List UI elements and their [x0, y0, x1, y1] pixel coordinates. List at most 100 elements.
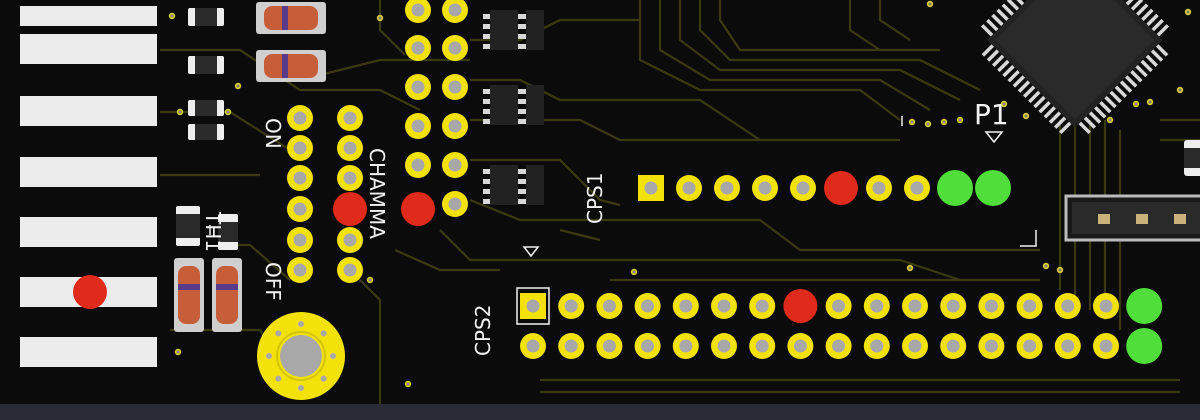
- cps2-bottom-pin-green-marker: [1126, 328, 1163, 364]
- cps2-bottom-pin-drill: [793, 339, 807, 353]
- corner-mark: [1020, 230, 1037, 247]
- chamma-right-drill: [343, 111, 357, 125]
- cps2-top-pin-drill: [755, 299, 769, 313]
- edge-finger: [20, 337, 157, 367]
- cps2-bottom-pin-drill: [870, 339, 884, 353]
- header-right-drill: [448, 41, 462, 55]
- right-pin-header: [1064, 194, 1200, 242]
- chamma-left-drill: [293, 141, 307, 155]
- soic-ic: [483, 10, 544, 50]
- cps2-bottom-pin-drill: [832, 339, 846, 353]
- pin1-triangle-p1: [984, 131, 1004, 144]
- cps2-top-pin-drill: [908, 299, 922, 313]
- label-off: OFF: [261, 262, 285, 301]
- cps1-pin-drill: [872, 181, 886, 195]
- cps1-pin-drill: [758, 181, 772, 195]
- glass-diode: [212, 258, 242, 332]
- edge-finger: [20, 217, 157, 247]
- cps2-bottom-pin-drill: [679, 339, 693, 353]
- chamma-right-drill: [343, 141, 357, 155]
- label-cps1: CPS1: [583, 173, 607, 224]
- cps1-pin-green-marker: [937, 170, 973, 206]
- red-marker-header: [401, 192, 435, 226]
- cps2-top-pin-drill: [526, 299, 540, 313]
- cps1-pin-drill: [682, 181, 696, 195]
- cps1-pin-drill: [910, 181, 924, 195]
- label-on: ON: [261, 118, 285, 149]
- header-right-drill: [448, 197, 462, 211]
- cps2-top-pin-drill: [1023, 299, 1037, 313]
- cps2-top-pin-drill: [679, 299, 693, 313]
- cps2-top-pin-green-marker: [1126, 288, 1163, 324]
- cps2-top-pin-drill: [564, 299, 578, 313]
- cps1-pin-drill: [720, 181, 734, 195]
- header-top-middle: [405, 0, 468, 217]
- header-left-drill: [411, 158, 425, 172]
- label-cps2: CPS2: [471, 305, 495, 356]
- chamma-connector: [287, 105, 363, 283]
- chamma-right-drill: [343, 171, 357, 185]
- cps2-bottom-pin-drill: [984, 339, 998, 353]
- cps2-bottom-pin-drill: [602, 339, 616, 353]
- header-right-drill: [448, 3, 462, 17]
- cps2-top-pin-drill: [1061, 299, 1075, 313]
- cps2-bottom-pin-drill: [526, 339, 540, 353]
- chamma-left-drill: [293, 233, 307, 247]
- header-left-drill: [411, 41, 425, 55]
- cps2-bottom-pin-drill: [908, 339, 922, 353]
- chamma-left-drill: [293, 202, 307, 216]
- header-left-drill: [411, 80, 425, 94]
- cps2-top-pin-drill: [984, 299, 998, 313]
- cps1-pin-green-marker: [975, 170, 1011, 206]
- header-left-drill: [411, 3, 425, 17]
- glass-diode: [256, 2, 326, 34]
- red-marker-chamma: [333, 192, 367, 226]
- header-right-drill: [448, 158, 462, 172]
- edge-finger: [20, 96, 157, 126]
- cps1-pin-drill: [644, 181, 658, 195]
- label-th1: TH1: [201, 211, 225, 252]
- cps2-bottom-pin-drill: [564, 339, 578, 353]
- cps2-bottom-pin-drill: [1023, 339, 1037, 353]
- header-right-drill: [448, 119, 462, 133]
- cps2-bottom-pin-drill: [717, 339, 731, 353]
- cps1-connector: [638, 170, 1011, 206]
- board-edge: [0, 404, 1200, 420]
- cps2-top-pin-drill: [946, 299, 960, 313]
- cps2-bottom-pin-drill: [1099, 339, 1113, 353]
- qfp-ic: [980, 0, 1170, 135]
- via-field: [168, 0, 1192, 388]
- cps1-pin-red-marker: [824, 171, 858, 205]
- diode-group: [174, 2, 326, 332]
- edge-finger: [20, 6, 157, 26]
- chamma-left-drill: [293, 171, 307, 185]
- glass-diode: [256, 50, 326, 82]
- cps2-bottom-pin-drill: [946, 339, 960, 353]
- chamma-right-drill: [343, 233, 357, 247]
- smd-component-group-left: [176, 8, 238, 250]
- cps2-bottom-pin-drill: [755, 339, 769, 353]
- soic-ic-group: [483, 10, 544, 205]
- cps2-top-pin-red-marker: [783, 289, 818, 323]
- mounting-hole: [257, 312, 345, 400]
- cps2-top-pin-drill: [1099, 299, 1113, 313]
- cps1-pin-drill: [796, 181, 810, 195]
- edge-finger: [20, 34, 157, 64]
- cps2-top-pin-drill: [717, 299, 731, 313]
- soic-ic: [483, 85, 544, 125]
- header-left-drill: [411, 119, 425, 133]
- cps2-connector: [520, 288, 1163, 364]
- pin1-triangle-cps2: [522, 246, 540, 258]
- cps2-bottom-pin-drill: [1061, 339, 1075, 353]
- cps2-top-pin-drill: [602, 299, 616, 313]
- soic-ic: [483, 165, 544, 205]
- red-marker-finger: [73, 275, 107, 309]
- chamma-right-drill: [343, 263, 357, 277]
- cps2-top-pin-drill: [641, 299, 655, 313]
- cps2-top-pin-drill: [870, 299, 884, 313]
- silkscreen-marks: [209, 116, 1037, 325]
- chamma-left-drill: [293, 111, 307, 125]
- header-right-drill: [448, 80, 462, 94]
